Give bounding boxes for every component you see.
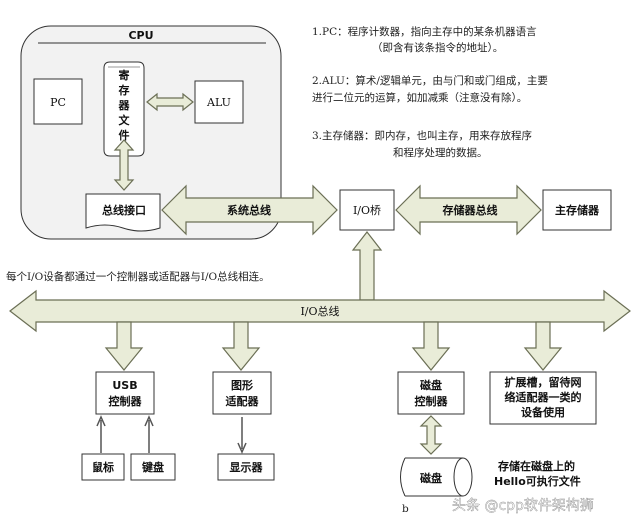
io-bridge-box <box>339 189 395 231</box>
memory-bus-arrow <box>395 184 542 236</box>
display-label: 显示器 <box>230 461 264 474</box>
alu-label: ALU <box>206 96 231 109</box>
watermark-partial: b <box>402 503 409 515</box>
disk-body <box>405 458 463 496</box>
register-bus-interface-arrow <box>113 139 135 191</box>
io-bridge-label: I/O桥 <box>353 204 381 217</box>
usb-label-1: USB <box>112 379 137 392</box>
note-pc-2: （即含有该条指令的地址）。 <box>372 41 503 54</box>
disk-label: 磁盘 <box>420 471 442 485</box>
usb-controller-box <box>95 371 155 415</box>
hello-note-1: 存储在磁盘上的 <box>498 459 575 473</box>
io-bus-arrow <box>9 289 631 333</box>
disk-right-end <box>453 457 473 497</box>
bridge-io-bus-arrow <box>351 231 383 301</box>
note-mem-1: 3.主存储器：即内存，也叫主存，用来存放程序 <box>312 129 532 142</box>
register-alu-arrow <box>146 92 194 112</box>
register-char-4: 文 <box>119 113 131 127</box>
system-bus-arrow <box>161 184 338 236</box>
disk-ctrl-label-1: 磁盘 <box>420 378 442 392</box>
note-alu-1: 2.ALU：算术/逻辑单元，由与门和或门组成，主要 <box>312 74 548 87</box>
disk-ctrl-down-arrow <box>411 321 451 371</box>
slot-label-2: 络适配器一类的 <box>505 390 582 404</box>
graphics-label-2: 适配器 <box>226 394 260 408</box>
pc-box <box>33 78 83 125</box>
usb-label-2: 控制器 <box>109 394 143 408</box>
bus-interface-box <box>85 193 161 232</box>
graphics-down-arrow <box>221 321 261 371</box>
hello-note-2: Hello可执行文件 <box>494 474 581 488</box>
note-mem-2: 和程序处理的数据。 <box>393 146 488 159</box>
slot-label-1: 扩展槽，留待网 <box>505 375 582 389</box>
disk-left-curve <box>400 457 406 497</box>
slot-label-3: 设备使用 <box>521 405 565 419</box>
expansion-slot-box <box>489 371 597 425</box>
note-alu-2: 进行二位元的运算，如加减乘（注意没有除）。 <box>312 91 527 104</box>
disk-double-arrow <box>419 415 443 455</box>
alu-box <box>194 80 244 124</box>
memory-bus-label: 存储器总线 <box>443 203 498 217</box>
note-pc-1: 1.PC：程序计数器，指向主存中的某条机器语言 <box>312 25 537 38</box>
disk-ctrl-label-2: 控制器 <box>415 394 449 408</box>
pc-label: PC <box>50 96 66 109</box>
register-char-1: 寄 <box>119 68 130 82</box>
watermark: 头条 @cpp软件架构狮 <box>452 497 594 514</box>
graphics-label-1: 图形 <box>231 379 253 392</box>
main-memory-box <box>542 189 612 231</box>
mouse-box <box>81 453 125 481</box>
mouse-up-arrow <box>96 415 106 453</box>
system-bus-label: 系统总线 <box>227 203 271 217</box>
register-char-2: 存 <box>119 83 130 97</box>
bus-interface-label: 总线接口 <box>102 203 146 217</box>
display-down-arrow <box>237 417 247 454</box>
disk-controller-box <box>397 371 465 415</box>
register-char-3: 器 <box>118 99 131 112</box>
register-char-5: 件 <box>119 128 130 142</box>
cpu-box <box>20 25 282 240</box>
slot-down-arrow <box>523 321 563 371</box>
keyboard-label: 键盘 <box>141 460 164 474</box>
usb-down-arrow <box>104 321 144 371</box>
io-bus-label: I/O总线 <box>300 304 339 318</box>
keyboard-box <box>130 453 176 481</box>
graphics-adapter-box <box>212 371 272 415</box>
register-file-box <box>103 61 145 157</box>
mouse-label: 鼠标 <box>92 460 114 474</box>
keyboard-up-arrow <box>144 415 154 453</box>
main-memory-label: 主存储器 <box>555 203 600 217</box>
io-device-note: 每个I/O设备都通过一个控制器或适配器与I/O总线相连。 <box>6 270 270 283</box>
cpu-title: CPU <box>128 29 153 42</box>
display-box <box>217 453 275 481</box>
